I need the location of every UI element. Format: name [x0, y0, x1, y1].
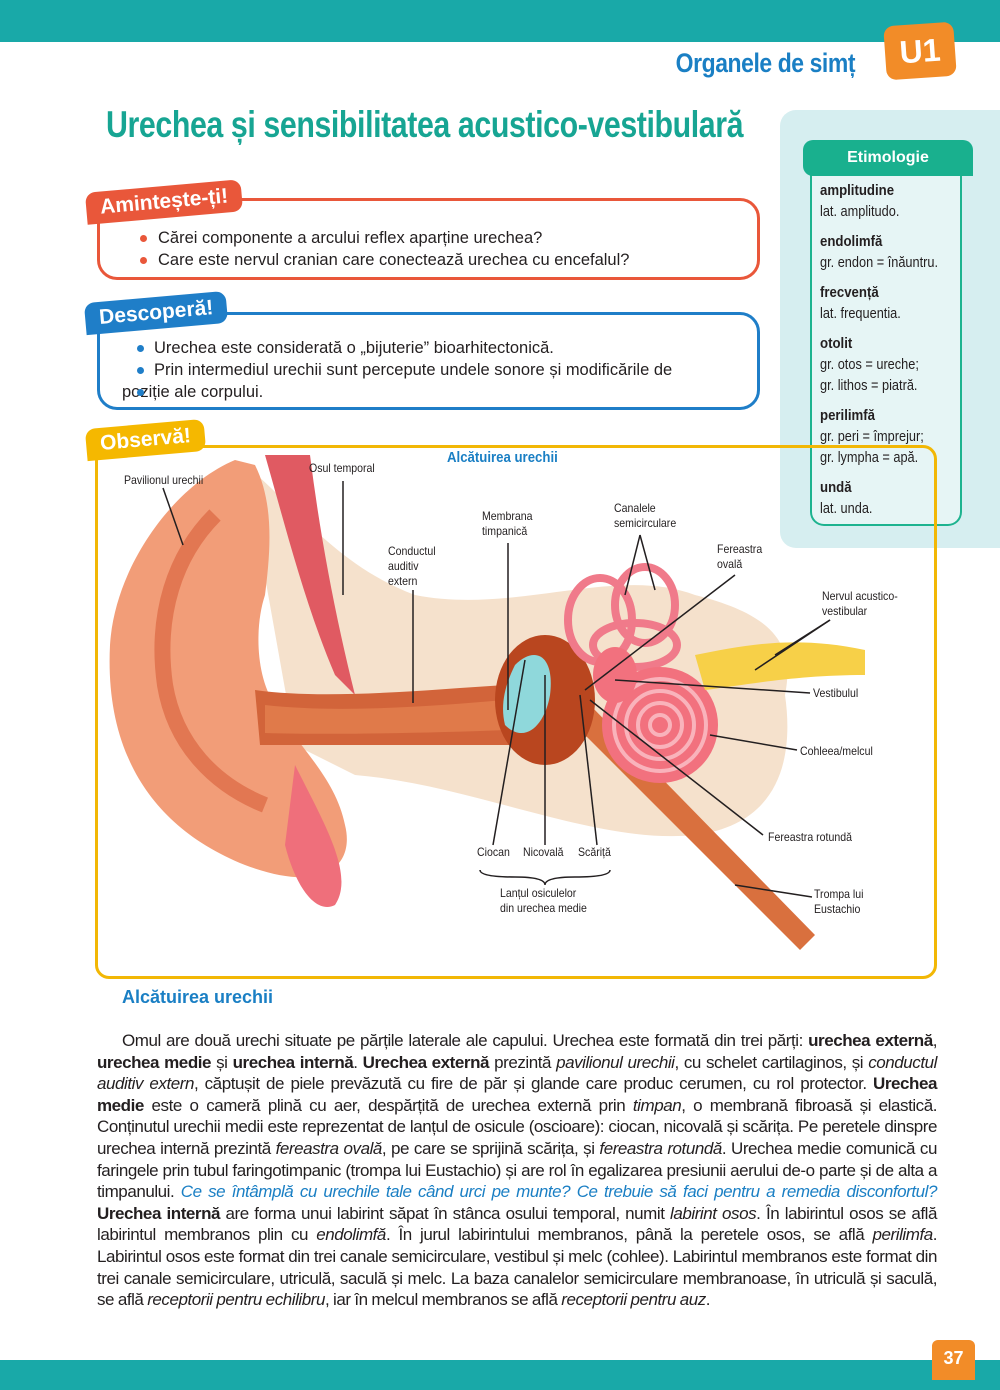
body-text-segment: . Urechea medie comunică cu faringele pr… — [97, 1138, 937, 1202]
page-title: Urechea și sensibilitatea acustico-vesti… — [106, 104, 744, 145]
body-text-segment: , — [932, 1031, 938, 1050]
etymology-definition: gr. peri = împrejur; — [820, 428, 924, 445]
earlobe — [285, 765, 342, 907]
body-text-segment: are forma unui labirint săpat în stânca … — [220, 1203, 671, 1223]
page-number: 37 — [932, 1340, 975, 1380]
body-text-segment: este o cameră plină cu aer, despărțită d… — [143, 1095, 633, 1115]
body-text-segment: . — [705, 1290, 711, 1310]
etymology-definition: gr. lympha = apă. — [820, 449, 919, 466]
body-text-segment: Omul are două urechi situate pe părțile … — [122, 1031, 809, 1050]
etymology-entry: frecvență lat. frequentia. — [820, 282, 960, 324]
etymology-term: endolimfă — [820, 233, 883, 250]
leader-lines — [162, 481, 831, 898]
etymology-term: otolit — [820, 335, 853, 352]
body-text-segment: endolimfă — [316, 1225, 386, 1245]
label-temporal-bone: Osul temporal — [309, 461, 375, 475]
body-text-segment: . Labirintul osos este format din trei c… — [97, 1225, 938, 1310]
body-text-segment: , o membrană fibroasă și elastică. Conți… — [97, 1095, 937, 1158]
etymology-term: frecvență — [820, 284, 879, 301]
etymology-definition: gr. otos = ureche; — [820, 356, 919, 373]
etymology-definition: lat. amplitudo. — [820, 203, 900, 220]
label-vestibule: Vestibulul — [813, 686, 859, 700]
etymology-definition: lat. unda. — [820, 500, 873, 517]
body-text-segment: prezintă — [489, 1052, 557, 1072]
vestibulocochlear-nerve — [695, 642, 865, 690]
chapter-title: Organele de simț — [675, 48, 856, 78]
etymology-list: amplitudine lat. amplitudo. endolimfă gr. e… — [820, 180, 960, 528]
etymology-entry: perilimfă gr. peri = împrejur; gr. lympha … — [820, 405, 960, 468]
bottom-bar — [0, 1360, 1000, 1390]
body-text-segment: fereastra ovală — [275, 1138, 383, 1158]
cochlea — [602, 667, 718, 783]
discover-box: Urechea este considerată o „bijuterie” b… — [97, 312, 760, 410]
body-text-segment: labirint osos — [670, 1203, 757, 1223]
body-text-segment: . În jurul labirintului membranos, până … — [385, 1225, 873, 1245]
label-cochlea: Cohleea/melcul — [800, 744, 873, 758]
ear-anatomy-diagram — [109, 455, 865, 950]
label-malleus: Ciocan — [477, 845, 510, 859]
vestibule — [593, 647, 637, 703]
skin-layer — [265, 455, 355, 695]
etymology-title: Etimologie — [803, 140, 973, 176]
body-text-segment: Urechea medie — [97, 1074, 937, 1115]
body-text-segment: Urechea externă — [362, 1052, 490, 1072]
body-text-segment: , cu schelet cartilaginos, și — [674, 1052, 869, 1072]
label-incus: Nicovală — [523, 845, 564, 859]
cochlea-spiral — [612, 677, 708, 773]
diagram-title: Alcătuirea urechii — [447, 449, 558, 466]
body-text-segment: conductul auditiv extern — [97, 1052, 937, 1094]
remember-box: Cărei componente a arcului reflex aparți… — [97, 198, 760, 280]
etymology-definition: gr. lithos = piatră. — [820, 377, 918, 394]
etymology-definition: gr. endon = înăuntru. — [820, 254, 939, 271]
remember-item: Cărei componente a arcului reflex aparți… — [140, 227, 757, 249]
discover-item: Prin intermediul urechii sunt percepute … — [122, 359, 737, 381]
discover-item-continued: poziție ale corpului. — [122, 381, 737, 403]
body-text-segment: Urechea internă — [97, 1203, 221, 1223]
body-paragraph: Omul are două urechi situate pe părțile … — [97, 1030, 937, 1311]
remember-item: Care este nervul cranian care conectează… — [140, 249, 757, 271]
label-stapes: Scăriță — [578, 845, 611, 859]
body-text-segment: urechea medie — [97, 1052, 212, 1072]
discover-item: Urechea este considerată o „bijuterie” b… — [122, 337, 737, 359]
etymology-term: amplitudine — [820, 182, 895, 199]
etymology-entry: undă lat. unda. — [820, 477, 960, 519]
observe-frame — [95, 445, 937, 979]
body-text-segment: . — [353, 1052, 363, 1072]
question-text: Ce se întâmplă cu urechile tale când urc… — [180, 1182, 938, 1202]
label-nerve: Nervul acustico-vestibular — [822, 589, 898, 618]
body-text-segment: urechea internă — [232, 1052, 354, 1072]
body-text-segment: . În labirintul osos se află labirintul … — [97, 1203, 937, 1245]
body-text-segment: pavilionul urechii — [556, 1052, 675, 1072]
body-text-segment: fereastra rotundă — [599, 1138, 722, 1158]
body-text-segment: și — [211, 1052, 233, 1072]
body-text-segment: perilimfa — [872, 1225, 934, 1245]
etymology-term: undă — [820, 479, 852, 496]
etymology-definition: lat. frequentia. — [820, 305, 901, 322]
unit-badge: U1 — [883, 21, 957, 81]
body-text-segment: , căptușit de piele prevăzută cu fire de… — [193, 1074, 874, 1094]
body-text-segment: receptorii pentru auz — [561, 1290, 706, 1310]
body-text-segment: timpan — [632, 1095, 682, 1115]
label-pavilion: Pavilionul urechii — [124, 473, 204, 487]
body-text-segment: urechea externă — [808, 1031, 933, 1050]
top-bar — [0, 0, 1000, 42]
tympanic-membrane — [503, 655, 551, 734]
body-text-segment: , iar în melcul membranos se află — [324, 1290, 562, 1310]
outer-ear-pinna — [109, 460, 347, 878]
body-text-segment: , pe care se sprijină scărița, și — [381, 1138, 600, 1158]
etymology-term: perilimfă — [820, 407, 876, 424]
section-title: Alcătuirea urechii — [122, 987, 274, 1007]
etymology-entry: amplitudine lat. amplitudo. — [820, 180, 960, 222]
etymology-entry: endolimfă gr. endon = înăuntru. — [820, 231, 960, 273]
label-round-window: Fereastra rotundă — [768, 830, 852, 844]
etymology-entry: otolit gr. otos = ureche; gr. lithos = pia… — [820, 333, 960, 396]
body-text-segment: receptorii pentru echilibru — [147, 1290, 325, 1310]
